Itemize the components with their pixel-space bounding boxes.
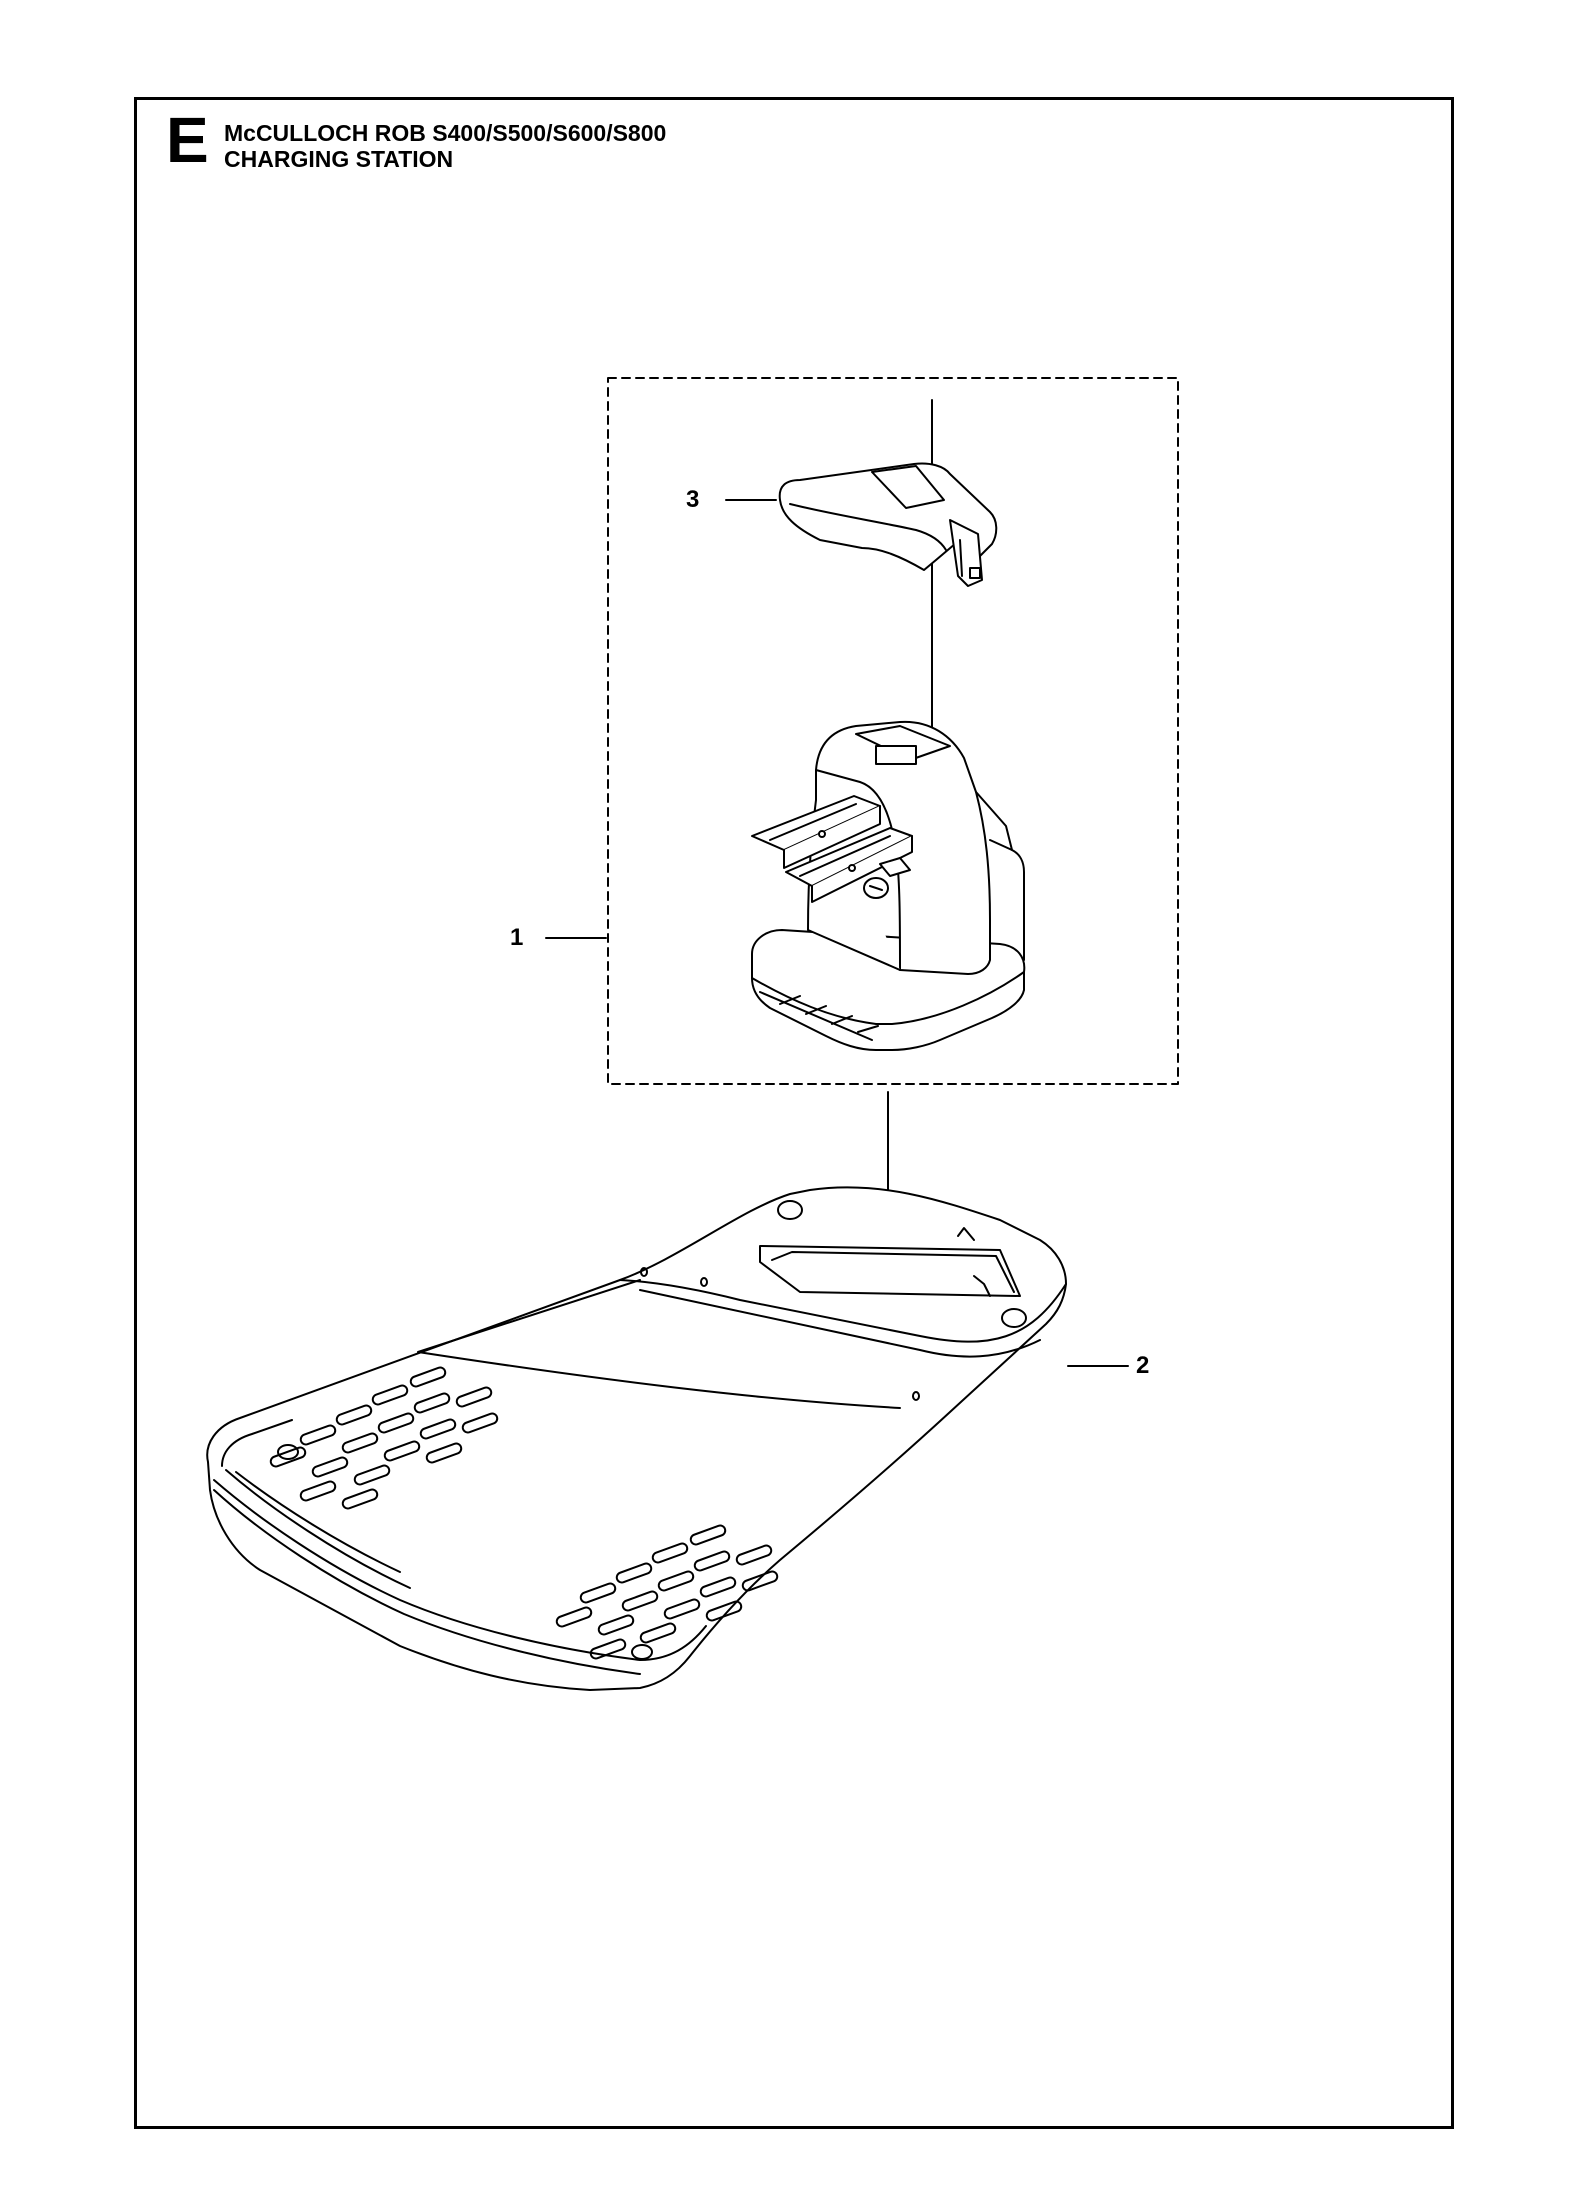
part-1-charging-body xyxy=(751,720,1026,1051)
callout-3: 3 xyxy=(686,486,700,513)
page-frame xyxy=(134,97,1454,2129)
vent-slots xyxy=(269,1366,779,1660)
assembly-group-box xyxy=(607,377,1179,1085)
callout-2: 2 xyxy=(1136,1352,1150,1379)
section-letter: E xyxy=(166,104,209,176)
title-model: McCULLOCH ROB S400/S500/S600/S800 xyxy=(224,120,667,146)
callout-1: 1 xyxy=(510,924,524,951)
part-2-base-plate xyxy=(206,1186,1067,1691)
part-3-cover xyxy=(778,462,998,587)
title-assembly: CHARGING STATION xyxy=(224,146,454,172)
